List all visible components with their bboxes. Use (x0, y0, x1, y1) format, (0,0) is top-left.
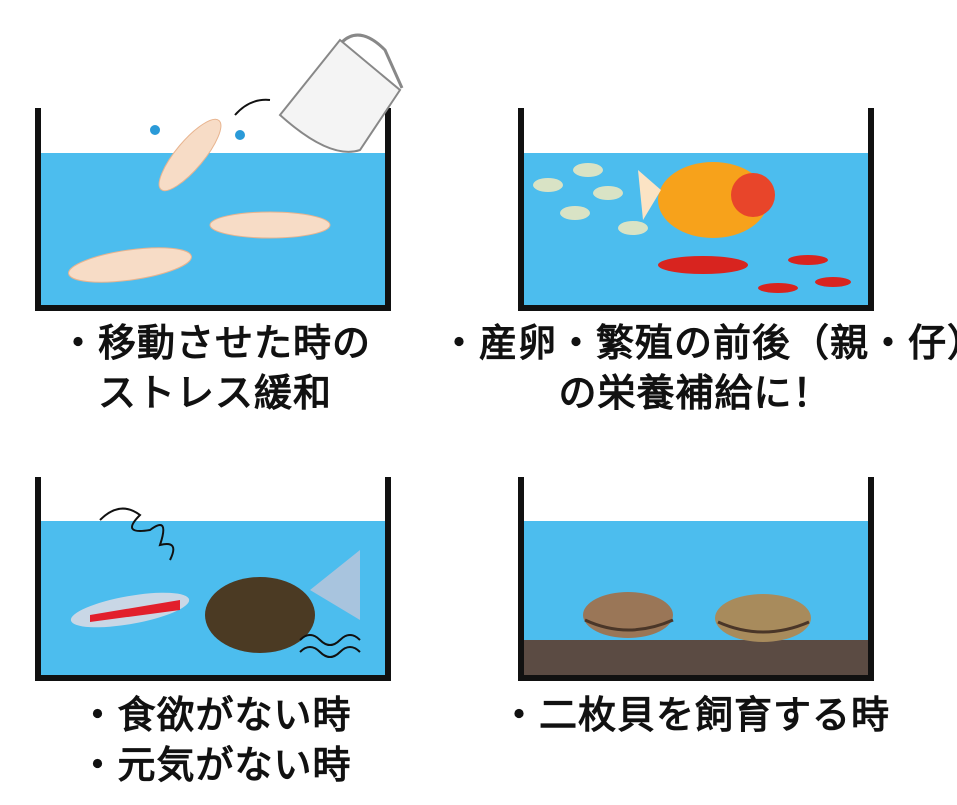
caption-line: ストレス緩和 (97, 371, 332, 415)
tank-bivalve (513, 390, 893, 685)
caption-line: ・二枚貝を飼育する時 (500, 693, 891, 737)
clam-icon (583, 592, 811, 642)
tank-wall (35, 108, 391, 311)
caption-line: ・食欲がない時 (78, 693, 352, 737)
fry-fish-icon (533, 163, 648, 235)
caption-panel-3: ・食欲がない時 ・元気がない時 (50, 690, 380, 790)
tank-wall (518, 477, 874, 681)
caption-line: ・産卵・繁殖の前後（親・仔） (440, 321, 957, 365)
caption-panel-2: ・産卵・繁殖の前後（親・仔） の栄養補給に！ (440, 318, 957, 418)
tank-wall (35, 477, 391, 681)
tank-breeding (513, 20, 893, 315)
pitcher-icon (278, 33, 404, 153)
neon-tetra-icon (70, 592, 190, 628)
caption-line: ・移動させた時の (58, 321, 371, 365)
shrimp-icon (658, 255, 851, 293)
tank-no-appetite (30, 390, 410, 685)
caption-line: ・元気がない時 (78, 743, 352, 787)
caption-panel-1: ・移動させた時の ストレス緩和 (40, 318, 390, 418)
sick-fish-icon (205, 550, 360, 653)
sand (521, 640, 871, 675)
tank-wall (518, 108, 874, 311)
medaka-fish-icon (68, 118, 331, 283)
caption-line: の栄養補給に！ (558, 371, 832, 415)
dizzy-icon (99, 507, 175, 561)
tank-moving-fish (30, 20, 410, 315)
caption-panel-4: ・二枚貝を飼育する時 (500, 690, 890, 740)
goldfish-icon (638, 162, 775, 238)
